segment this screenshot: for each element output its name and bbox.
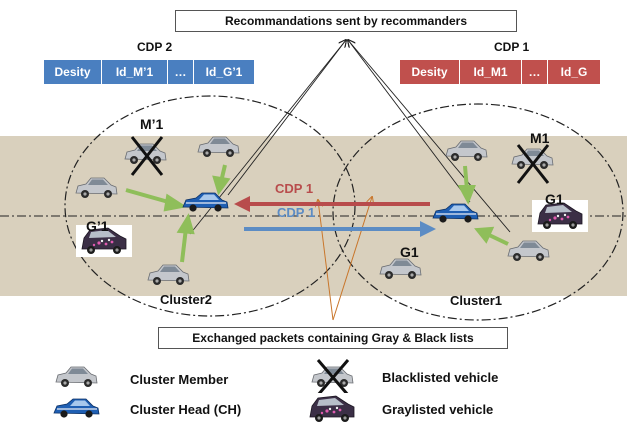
label-g1-left: G’1 — [86, 218, 109, 234]
cdp2-field: Desity — [44, 60, 102, 84]
label-cluster2: Cluster2 — [160, 292, 213, 307]
label-arrow-red: CDP 1 — [275, 181, 314, 196]
cdp1-field: Id_G — [548, 60, 600, 84]
legend-member-label: Cluster Member — [130, 372, 229, 387]
label-m1-right: M1 — [530, 130, 550, 146]
blacklist-cross-left — [130, 136, 164, 176]
legend-head-icon — [53, 398, 100, 419]
cdp2-field: Id_G’1 — [194, 60, 254, 84]
legend-head-label: Cluster Head (CH) — [130, 402, 242, 417]
legend-member-icon — [55, 366, 98, 388]
legend-blacklisted-label: Blacklisted vehicle — [382, 370, 499, 385]
label-g1-right-top: G1 — [545, 191, 564, 207]
label-g1-right-bottom: G1 — [400, 244, 419, 260]
cdp1-title: CDP 1 — [494, 40, 530, 54]
cdp2-title: CDP 2 — [137, 40, 173, 54]
legend-blacklist-cross — [316, 359, 350, 396]
exchanged-packets-callout: Exchanged packets containing Gray & Blac… — [158, 327, 508, 349]
cdp1-field: Id_M1 — [460, 60, 522, 84]
legend-graylisted-icon — [303, 392, 361, 424]
cdp1-field: Desity — [400, 60, 460, 84]
legend-graylisted-label: Graylisted vehicle — [382, 402, 494, 417]
recommendations-callout: Recommandations sent by recommanders — [175, 10, 517, 32]
cdp-arrow-red — [234, 196, 430, 212]
label-m1-left: M’1 — [140, 116, 164, 132]
exchange-lines — [318, 197, 372, 321]
cdp2-packet: Desity Id_M’1 … Id_G’1 — [44, 60, 254, 84]
cdp-arrow-blue — [244, 221, 436, 237]
blacklist-cross-right — [516, 144, 550, 184]
cdp2-field: … — [168, 60, 194, 84]
member-arrows — [125, 164, 509, 263]
recommendation-lines — [189, 40, 511, 235]
cdp2-field: Id_M’1 — [102, 60, 168, 84]
label-cluster1: Cluster1 — [450, 293, 503, 308]
cluster1-boundary — [332, 103, 624, 321]
cdp1-field: … — [522, 60, 548, 84]
label-arrow-blue: CDP 1 — [277, 205, 316, 220]
cdp1-packet: Desity Id_M1 … Id_G — [400, 60, 600, 84]
